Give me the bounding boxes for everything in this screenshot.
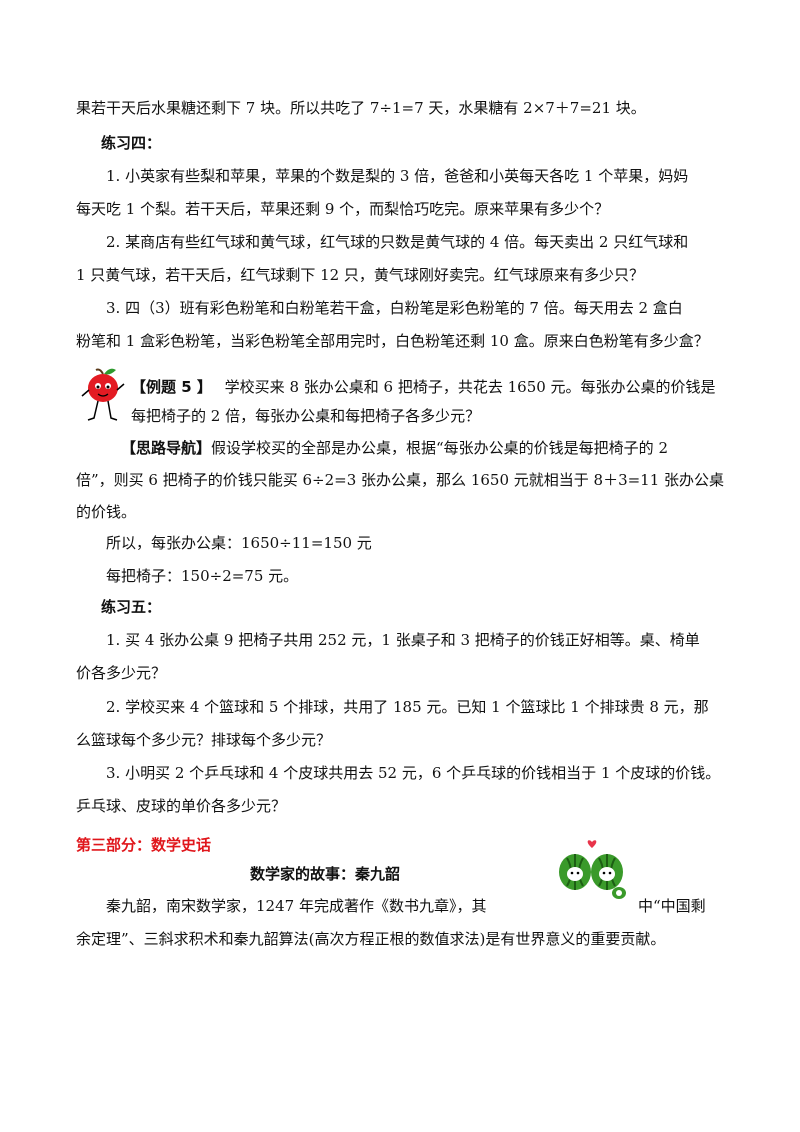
text-line: 1 只黄气球，若干天后，红气球剩下 12 只，黄气球刚好卖完。红气球原来有多少只… bbox=[76, 266, 644, 284]
text-line: 1. 买 4 张办公桌 9 把椅子共用 252 元，1 张桌子和 3 把椅子的价… bbox=[106, 631, 700, 649]
text-line: 中“中国剩 bbox=[638, 897, 706, 915]
text-line: 1. 小英家有些梨和苹果，苹果的个数是梨的 3 倍，爸爸和小英每天各吃 1 个苹… bbox=[106, 167, 689, 185]
example-5-label: 【例题 5 】 bbox=[131, 378, 212, 396]
text-line: 2. 某商店有些红气球和黄气球，红气球的只数是黄气球的 4 倍。每天卖出 2 只… bbox=[106, 233, 689, 251]
text-line: 的价钱。 bbox=[76, 503, 137, 521]
text-line: 3. 四（3）班有彩色粉笔和白粉笔若干盒，白粉笔是彩色粉笔的 7 倍。每天用去 … bbox=[106, 299, 683, 317]
guide-text: 假设学校买的全部是办公桌，根据“每张办公桌的价钱是每把椅子的 2 bbox=[211, 439, 668, 457]
text-line: 3. 小明买 2 个乒乓球和 4 个皮球共用去 52 元，6 个乒乓球的价钱相当… bbox=[106, 764, 721, 782]
text-line: 2. 学校买来 4 个篮球和 5 个排球，共用了 185 元。已知 1 个篮球比… bbox=[106, 698, 709, 716]
text-line: 每天吃 1 个梨。若干天后，苹果还剩 9 个，而梨恰巧吃完。原来苹果有多少个？ bbox=[76, 200, 610, 218]
guide-line: 【思路导航】假设学校买的全部是办公桌，根据“每张办公桌的价钱是每把椅子的 2 bbox=[121, 438, 668, 458]
text-line: 果若干天后水果糖还剩下 7 块。所以共吃了 7÷1=7 天，水果糖有 2×7＋7… bbox=[76, 99, 646, 117]
text-line: 粉笔和 1 盒彩色粉笔，当彩色粉笔全部用完时，白色粉笔还剩 10 盒。原来白色粉… bbox=[76, 332, 709, 350]
text-line: 所以，每张办公桌：1650÷11=150 元 bbox=[106, 534, 372, 552]
text-line: 么篮球每个多少元？排球每个多少元？ bbox=[76, 731, 332, 749]
example-line: 【例题 5 】 学校买来 8 张办公桌和 6 把椅子，共花去 1650 元。每张… bbox=[131, 377, 716, 397]
text-line: 倍”，则买 6 把椅子的价钱只能买 6÷2=3 张办公桌，那么 1650 元就相… bbox=[76, 471, 725, 489]
text-line: 余定理”、三斜求积术和秦九韶算法(高次方程正根的数值求法)是有世界意义的重要贡献… bbox=[76, 930, 666, 948]
text-line: 每把椅子的 2 倍，每张办公桌和每把椅子各多少元？ bbox=[131, 407, 481, 425]
watermelon-couple-icon bbox=[559, 840, 626, 899]
exercise-4-title: 练习四： bbox=[101, 134, 162, 152]
example-text: 学校买来 8 张办公桌和 6 把椅子，共花去 1650 元。每张办公桌的价钱是 bbox=[224, 378, 716, 396]
text-line: 价各多少元？ bbox=[76, 664, 167, 682]
text-line: 乒乓球、皮球的单价各多少元？ bbox=[76, 797, 287, 815]
exercise-5-title: 练习五： bbox=[101, 598, 162, 616]
apple-mascot-icon bbox=[81, 368, 125, 421]
text-line: 每把椅子：150÷2=75 元。 bbox=[106, 567, 299, 585]
text-line: 秦九韶，南宋数学家，1247 年完成著作《数书九章》，其 bbox=[106, 897, 487, 915]
guide-label: 【思路导航】 bbox=[121, 439, 212, 457]
section-heading: 第三部分：数学史话 bbox=[76, 836, 212, 854]
story-title: 数学家的故事：秦九韶 bbox=[250, 865, 401, 883]
